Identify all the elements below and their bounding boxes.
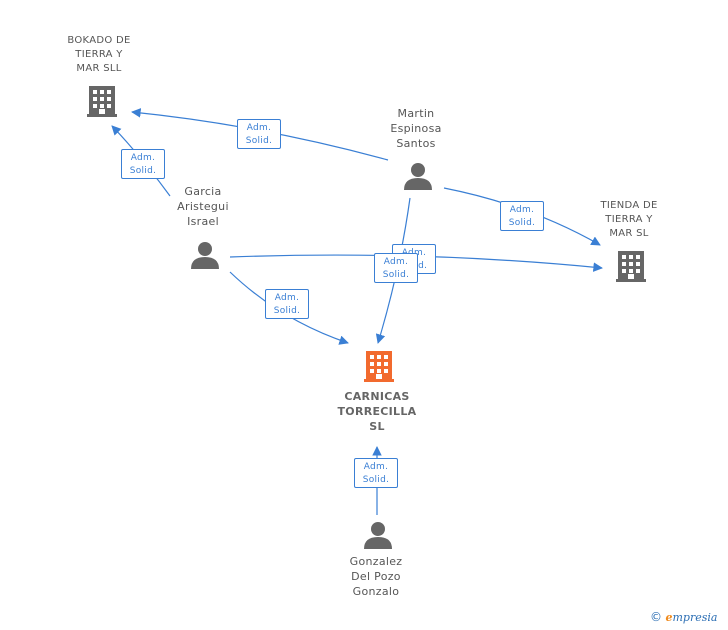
- empresia-logo[interactable]: © empresia: [650, 610, 717, 624]
- node-label-bokado[interactable]: BOKADO DE TIERRA Y MAR SLL: [67, 35, 131, 74]
- brand-text: mpresia: [672, 611, 718, 624]
- building-icon-focus: [364, 351, 394, 382]
- building-icon: [616, 251, 646, 282]
- edge-label-martin-carnicas: Adm.Solid.: [374, 253, 418, 283]
- edge-label-martin-bokado: Adm.Solid.: [237, 119, 281, 149]
- node-label-martin[interactable]: Martin Espinosa Santos: [390, 107, 442, 150]
- edge-label-martin-tienda: Adm.Solid.: [500, 201, 544, 231]
- brand-e: e: [665, 611, 673, 624]
- person-icon: [364, 522, 392, 549]
- node-label-carnicas[interactable]: CARNICAS TORRECILLA SL: [337, 390, 417, 433]
- building-icon: [87, 86, 117, 117]
- node-label-gonzalez[interactable]: Gonzalez Del Pozo Gonzalo: [349, 555, 403, 598]
- node-label-tienda[interactable]: TIENDA DE TIERRA Y MAR SL: [600, 200, 658, 239]
- person-icon: [404, 163, 432, 190]
- edge-label-garcia-carnicas: Adm.Solid.: [265, 289, 309, 319]
- edge-label-garcia-bokado: Adm.Solid.: [121, 149, 165, 179]
- edges: [111, 108, 603, 515]
- node-label-garcia[interactable]: Garcia Aristegui Israel: [177, 185, 229, 228]
- person-icon: [191, 242, 219, 269]
- copyright-icon: ©: [650, 610, 662, 624]
- edge-label-gonzalez-carnicas: Adm.Solid.: [354, 458, 398, 488]
